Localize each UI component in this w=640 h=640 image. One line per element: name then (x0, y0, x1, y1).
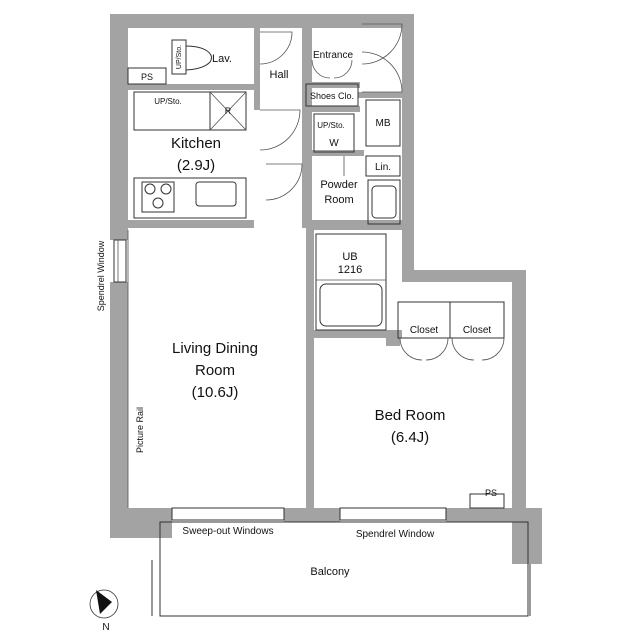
refrigerator-label: R (225, 106, 232, 116)
spendrel-window-bottom-label: Spendrel Window (356, 529, 435, 540)
ldk-label: Living Dining (172, 340, 258, 357)
powder-label: Powder (320, 179, 358, 191)
powder-label-2: Room (324, 194, 353, 206)
kitchen-label: Kitchen (171, 135, 221, 152)
fixtures (113, 39, 531, 617)
kitchen-up-storage-label: UP/Sto. (154, 97, 182, 106)
washer-label: W (329, 138, 339, 149)
window-labels: Spendrel Window Spendrel Window Sweep-ou… (96, 240, 435, 540)
entrance-label: Entrance (313, 50, 353, 61)
north-label: N (102, 622, 109, 633)
picture-rail-label: Picture Rail (135, 407, 145, 453)
bedroom-label: Bed Room (375, 407, 446, 424)
balcony-label: Balcony (310, 566, 350, 578)
mb-label: MB (376, 118, 391, 129)
door-swings (259, 23, 505, 361)
lav-up-storage-label: UP/Sto. (176, 45, 183, 69)
walls (110, 14, 542, 564)
unit-bath-size: 1216 (338, 264, 362, 276)
sweep-out-windows-label: Sweep-out Windows (182, 526, 273, 537)
shoes-closet-label: Shoes Clo. (310, 91, 354, 101)
unit-bath-label: UB (342, 251, 357, 263)
ldk-size: (10.6J) (192, 384, 239, 401)
spendrel-window-left-label: Spendrel Window (96, 240, 106, 311)
ps-bottom-label: PS (485, 488, 497, 498)
north-arrow: N (89, 589, 119, 633)
closet-2-label: Closet (463, 325, 492, 336)
washer-up-storage-label: UP/Sto. (317, 121, 345, 130)
closet-1-label: Closet (410, 325, 439, 336)
room-labels: Kitchen (2.9J) Living Dining Room (10.6J… (171, 50, 445, 578)
fixture-labels: PS PS MB Lin. W Shoes Clo. Closet Closet… (141, 45, 497, 498)
bedroom-size: (6.4J) (391, 429, 429, 446)
lav-label: Lav. (212, 53, 232, 65)
hall-label: Hall (270, 69, 289, 81)
ldk-label-2: Room (195, 362, 235, 379)
compass-arrow-icon (96, 590, 112, 614)
linen-label: Lin. (375, 162, 391, 173)
kitchen-size: (2.9J) (177, 157, 215, 174)
compass-circle (89, 589, 119, 619)
ps-top-label: PS (141, 72, 153, 82)
